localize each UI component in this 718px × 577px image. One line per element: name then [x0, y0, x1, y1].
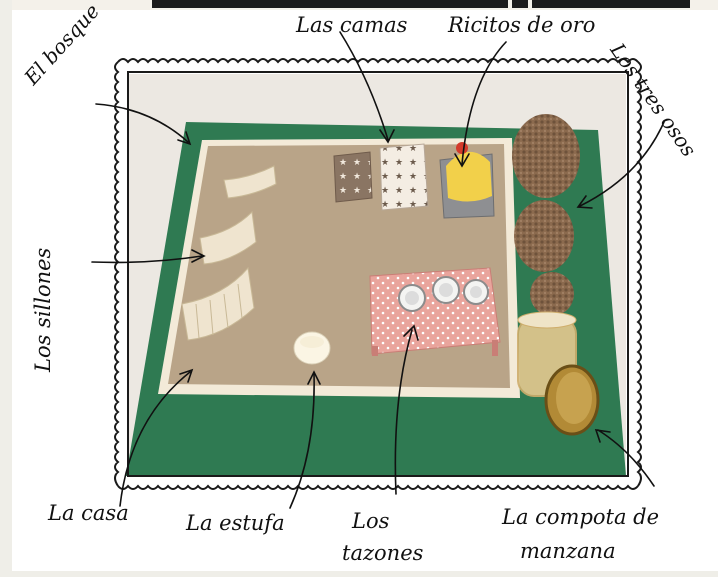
- label-casa: La casa: [48, 501, 129, 525]
- arrow-bosque: [95, 103, 189, 143]
- bowl-1: [398, 284, 426, 312]
- goldilocks-hair: [446, 151, 492, 202]
- arrow-osos: [579, 121, 665, 207]
- label-tazones-2: tazones: [342, 541, 424, 565]
- top-strip: [0, 0, 718, 10]
- stove-candle: [293, 331, 331, 365]
- arrow-tazones: [394, 329, 413, 495]
- bed-medium: [379, 143, 429, 211]
- armchair-small: [223, 165, 277, 199]
- armchair-medium: [199, 210, 257, 265]
- arrow-camas: [339, 31, 389, 141]
- bed-large: [439, 142, 495, 219]
- bowl-2: [432, 276, 460, 304]
- label-tazones-1: Los: [352, 509, 390, 533]
- top-black-bar-right: [532, 0, 690, 8]
- arrow-compota: [597, 429, 655, 487]
- label-camas: Las camas: [296, 13, 408, 37]
- label-estufa: La estufa: [186, 511, 285, 535]
- arrow-casa: [119, 371, 191, 507]
- arrow-sillones: [91, 255, 203, 264]
- label-compota-2: manzana: [520, 539, 616, 563]
- label-sillones: Los sillones: [31, 247, 55, 372]
- top-black-bar-left: [152, 0, 508, 8]
- top-black-bar-mid: [512, 0, 528, 8]
- tree-small: [530, 272, 574, 316]
- label-compota-1: La compota de: [502, 505, 660, 529]
- jar-lid: [544, 364, 600, 436]
- arrow-ricitos: [461, 41, 507, 165]
- bottom-strip: [0, 571, 718, 577]
- goldilocks-bow: [456, 142, 468, 154]
- bowl-3: [463, 279, 489, 305]
- scalloped-frame: [114, 58, 642, 490]
- bed-small: [333, 151, 373, 203]
- arrow-estufa: [289, 373, 315, 509]
- left-strip: [0, 0, 12, 577]
- label-ricitos: Ricitos de oro: [448, 13, 596, 37]
- tree-large: [512, 114, 580, 198]
- pointer-arrows: [91, 31, 665, 509]
- tree-medium: [514, 200, 574, 272]
- armchair-large: [181, 266, 255, 341]
